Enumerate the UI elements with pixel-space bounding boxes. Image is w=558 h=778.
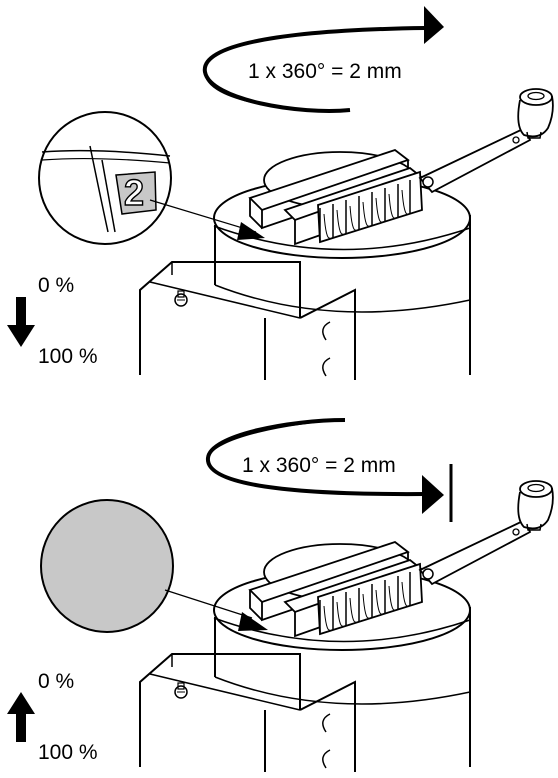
bottom-panel: 1 x 360° = 2 mm 0 % 100 % xyxy=(7,418,554,773)
bottom-scale-top: 0 % xyxy=(38,670,74,693)
top-indicator-digit: 2 xyxy=(124,172,144,213)
bottom-device xyxy=(139,480,554,773)
top-indicator-magnifier: 2 xyxy=(38,111,172,245)
top-down-arrow xyxy=(7,297,35,347)
top-leader-arrowhead xyxy=(237,222,265,240)
bottom-rotation-arrow xyxy=(206,418,426,497)
top-rotation-arrowhead xyxy=(424,6,444,44)
top-rotation-label: 1 x 360° = 2 mm xyxy=(248,60,402,83)
bottom-rotation-arrowhead xyxy=(422,475,444,514)
top-scale-top: 0 % xyxy=(38,274,74,297)
top-panel: 1 x 360° = 2 mm 2 0 % 100 % xyxy=(7,6,554,381)
top-device xyxy=(139,88,554,381)
bottom-rotation-label: 1 x 360° = 2 mm xyxy=(242,454,396,477)
top-scale-bottom: 100 % xyxy=(38,345,98,368)
bottom-scale-bottom: 100 % xyxy=(38,741,98,764)
bottom-leader-arrowhead xyxy=(238,612,268,631)
bottom-up-arrow xyxy=(7,692,35,742)
bottom-indicator-magnifier xyxy=(40,499,174,633)
